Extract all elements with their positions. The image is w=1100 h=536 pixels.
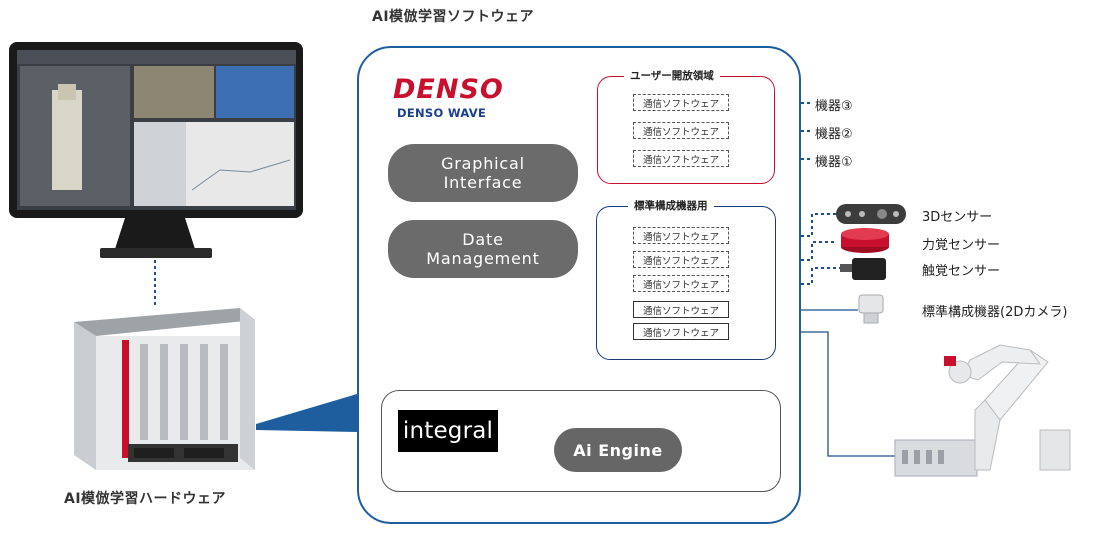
user-area-label: ユーザー開放領域: [624, 68, 720, 83]
tactile-sensor-icon: [840, 258, 886, 280]
device-label: 機器②: [815, 127, 853, 142]
sensor-label: 触覚センサー: [922, 264, 1001, 279]
industrial-pc-icon: [74, 308, 255, 470]
comm-software-box: 通信ソフトウェア: [633, 227, 729, 244]
robot-arm-icon: [894, 344, 1071, 477]
comm-software-box: 通信ソフトウェア: [633, 301, 729, 318]
integral-logo: integral: [398, 410, 498, 452]
force-sensor-icon: [841, 228, 889, 253]
denso-logo: DENSO: [393, 74, 504, 105]
comm-software-box: 通信ソフトウェア: [633, 150, 729, 167]
data-management-label: Date Management: [426, 230, 540, 268]
device-label: 機器①: [815, 155, 853, 170]
software-title: AI模倣学習ソフトウェア: [372, 9, 535, 25]
3d-sensor-icon: [836, 204, 906, 224]
monitor-icon: [9, 42, 303, 258]
camera-label: 標準構成機器(2Dカメラ): [922, 305, 1068, 320]
data-management-block: Date Management: [388, 220, 578, 278]
comm-software-box: 通信ソフトウェア: [633, 323, 729, 340]
comm-software-box: 通信ソフトウェア: [633, 122, 729, 139]
comm-software-box: 通信ソフトウェア: [633, 94, 729, 111]
sensor-label: 力覚センサー: [922, 238, 1001, 253]
hardware-title: AI模倣学習ハードウェア: [64, 491, 227, 507]
standard-devices-label: 標準構成機器用: [628, 198, 714, 213]
ai-engine-block: Ai Engine: [554, 428, 682, 472]
sensor-label: 3Dセンサー: [922, 210, 993, 225]
device-label: 機器③: [815, 99, 853, 114]
graphical-interface-block: Graphical Interface: [388, 144, 578, 202]
comm-software-box: 通信ソフトウェア: [633, 251, 729, 268]
graphical-interface-label: Graphical Interface: [441, 154, 525, 192]
2d-camera-icon: [858, 294, 884, 324]
denso-wave-logo: DENSO WAVE: [397, 106, 487, 120]
comm-software-box: 通信ソフトウェア: [633, 275, 729, 292]
